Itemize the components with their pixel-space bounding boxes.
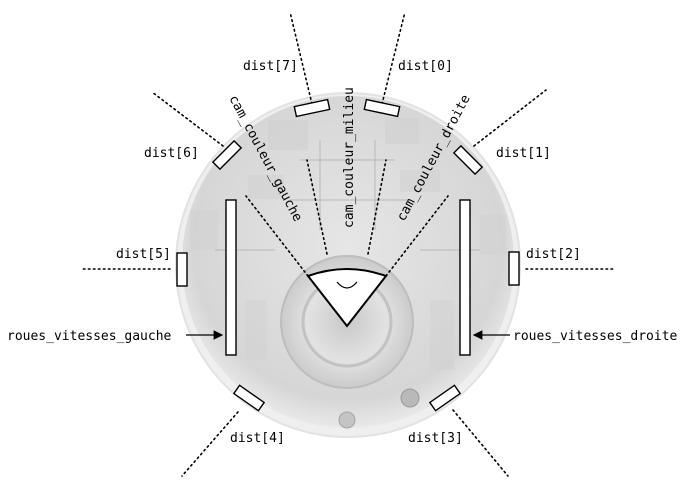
dist-3-sensor bbox=[428, 384, 462, 412]
camera-wedge bbox=[306, 268, 388, 328]
dist-7-sensor bbox=[293, 98, 331, 118]
dist-2-sensor bbox=[508, 251, 520, 286]
dist-0-sensor bbox=[363, 98, 401, 118]
dist-3-label: dist[3] bbox=[408, 431, 463, 446]
dist-5-sensor bbox=[176, 252, 188, 287]
wheels bbox=[186, 199, 510, 356]
distance-rays bbox=[79, 11, 617, 477]
dist-4-sensor bbox=[232, 384, 266, 412]
distance-sensors bbox=[176, 98, 520, 412]
dist-3-ray bbox=[452, 409, 509, 477]
left-wheel bbox=[225, 199, 237, 356]
dist-1-sensor bbox=[452, 144, 484, 176]
cam-right-ray-inner bbox=[367, 159, 387, 255]
cam-left-ray-outer bbox=[245, 195, 309, 277]
roues-droite-label: roues_vitesses_droite bbox=[513, 329, 678, 344]
dist-1-label: dist[1] bbox=[496, 146, 551, 161]
dist-7-ray bbox=[289, 11, 313, 105]
robot-body bbox=[175, 92, 521, 438]
cam-right-ray-outer bbox=[385, 195, 449, 277]
camera-lens-arc bbox=[336, 281, 358, 289]
dist-6-label: dist[6] bbox=[144, 146, 199, 161]
dist-6-sensor bbox=[211, 139, 243, 171]
dist-0-label: dist[0] bbox=[398, 59, 453, 74]
cam-milieu-label: cam_couleur_milieu bbox=[342, 87, 357, 228]
dist-1-ray bbox=[473, 89, 547, 147]
dist-6-ray bbox=[151, 91, 224, 147]
cam-left-ray-inner bbox=[306, 159, 328, 255]
dist-4-ray bbox=[181, 411, 239, 477]
roues-gauche-label: roues_vitesses_gauche bbox=[7, 329, 172, 344]
dist-0-ray bbox=[381, 11, 406, 105]
dist-4-label: dist[4] bbox=[230, 431, 285, 446]
camera-fov bbox=[245, 159, 449, 328]
pcb-texture bbox=[190, 118, 506, 429]
right-wheel bbox=[459, 199, 471, 356]
dist-7-label: dist[7] bbox=[243, 59, 298, 74]
dist-2-label: dist[2] bbox=[526, 247, 581, 262]
dist-5-label: dist[5] bbox=[116, 247, 171, 262]
